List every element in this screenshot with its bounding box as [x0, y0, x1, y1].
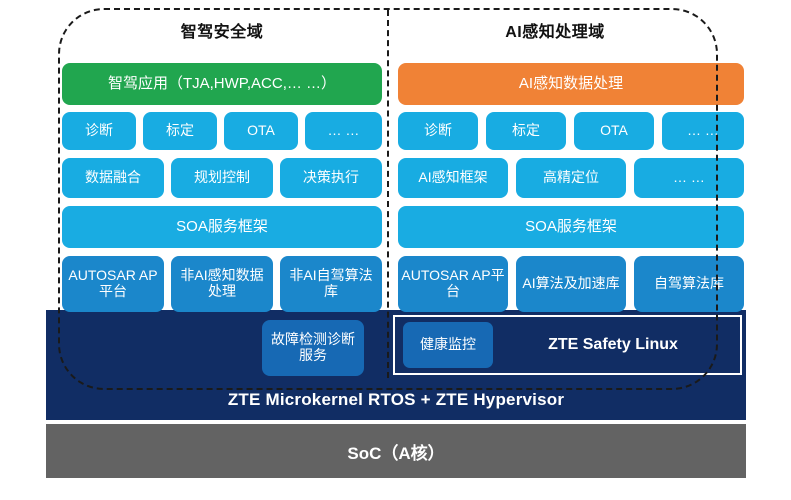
- right-platform-ai-accel-library[interactable]: AI算法及加速库: [516, 256, 626, 312]
- left-service-diagnostics[interactable]: 诊断: [62, 112, 136, 150]
- left-service-ota[interactable]: OTA: [224, 112, 298, 150]
- left-platform-nonai-algorithm[interactable]: 非AI自驾算法库: [280, 256, 382, 312]
- left-app-banner[interactable]: 智驾应用（TJA,HWP,ACC,… …）: [62, 63, 382, 105]
- left-domain-title: 智驾安全域: [180, 24, 264, 41]
- kernel-label: ZTE Microkernel RTOS + ZTE Hypervisor: [227, 390, 565, 409]
- right-function-more[interactable]: … …: [634, 158, 744, 198]
- right-soa-framework[interactable]: SOA服务框架: [398, 206, 744, 248]
- left-soa-framework[interactable]: SOA服务框架: [62, 206, 382, 248]
- left-service-more[interactable]: … …: [305, 112, 382, 150]
- right-platform-ad-algorithm-library[interactable]: 自驾算法库: [634, 256, 744, 312]
- left-platform-autosar[interactable]: AUTOSAR AP平台: [62, 256, 164, 312]
- fault-detection-service[interactable]: 故障检测诊断服务: [262, 320, 364, 376]
- right-app-banner[interactable]: AI感知数据处理: [398, 63, 744, 105]
- left-function-data-fusion[interactable]: 数据融合: [62, 158, 164, 198]
- left-service-calibration[interactable]: 标定: [143, 112, 217, 150]
- right-platform-autosar[interactable]: AUTOSAR AP平台: [398, 256, 508, 312]
- right-domain-title: AI感知处理域: [505, 24, 605, 41]
- right-function-ai-perception-framework[interactable]: AI感知框架: [398, 158, 508, 198]
- right-service-more[interactable]: … …: [662, 112, 744, 150]
- domain-boundary-divider: [387, 10, 389, 378]
- right-service-ota[interactable]: OTA: [574, 112, 654, 150]
- right-service-diagnostics[interactable]: 诊断: [398, 112, 478, 150]
- left-function-decision-execution[interactable]: 决策执行: [280, 158, 382, 198]
- left-platform-nonai-perception[interactable]: 非AI感知数据处理: [171, 256, 273, 312]
- soc-band: SoC（A核）: [46, 424, 746, 478]
- health-monitor[interactable]: 健康监控: [403, 322, 493, 368]
- right-function-hd-positioning[interactable]: 高精定位: [516, 158, 626, 198]
- left-function-planning-control[interactable]: 规划控制: [171, 158, 273, 198]
- safety-linux-label: ZTE Safety Linux: [548, 336, 678, 353]
- right-service-calibration[interactable]: 标定: [486, 112, 566, 150]
